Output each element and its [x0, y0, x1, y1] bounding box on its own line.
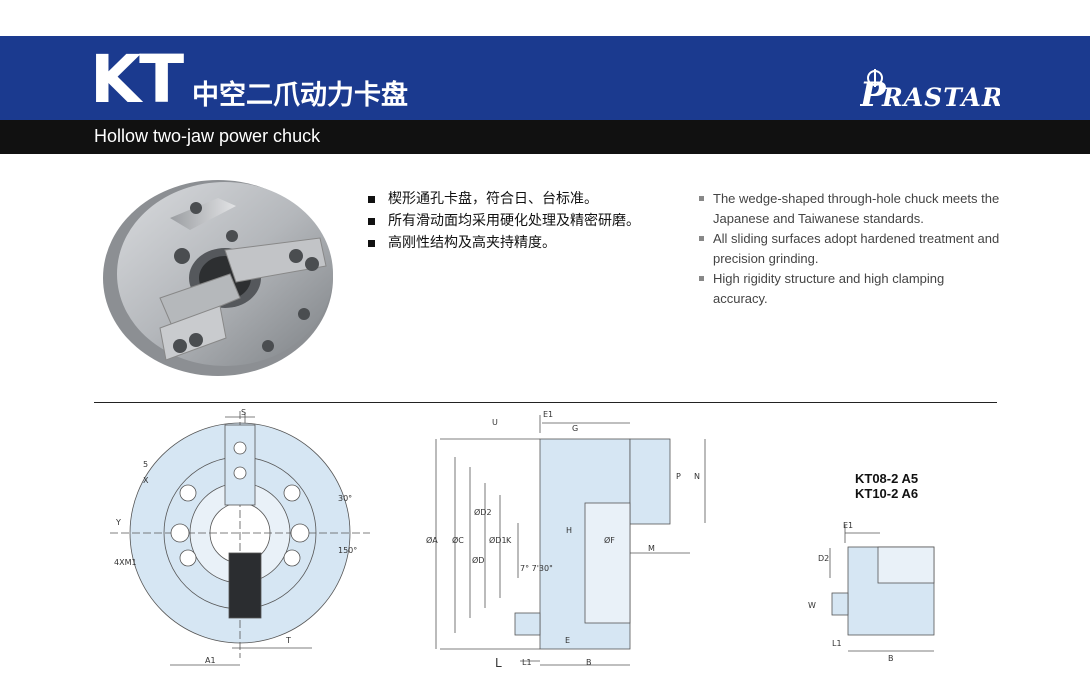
dim-label-c: ØC [452, 535, 464, 545]
dim-label-e1: E1 [543, 410, 553, 419]
section-view-drawing [435, 415, 706, 666]
dim-label-w-detail: W [808, 601, 816, 610]
dim-label-l1-detail: L1 [832, 639, 842, 648]
dim-label-d1: ØD1 [489, 535, 507, 545]
brand-logo: P RASTAR [859, 66, 1003, 121]
model-item: KT10-2 A6 [855, 486, 919, 501]
dim-label-t: T [285, 636, 291, 645]
dim-label-taper: 7° 7'30" [520, 564, 553, 573]
feature-cn-item: 楔形通孔卡盘，符合日、台标准。 [366, 188, 656, 210]
feature-en-item: All sliding surfaces adopt hardened trea… [698, 229, 1000, 269]
dim-label-f: ØF [604, 535, 615, 545]
dim-label-h: H [566, 526, 572, 535]
front-view-drawing [110, 411, 370, 666]
dim-label-angle150: 150° [338, 546, 357, 555]
section-divider [94, 402, 997, 403]
dim-label-angle30: 30° [338, 494, 352, 503]
feature-cn-item: 高刚性结构及高夹持精度。 [366, 232, 656, 254]
dim-label-holes: 4XM1 [114, 558, 137, 567]
dim-label-b: B [586, 658, 592, 667]
feature-cn-item: 所有滑动面均采用硬化处理及精密研磨。 [366, 210, 656, 232]
features-cn-list: 楔形通孔卡盘，符合日、台标准。 所有滑动面均采用硬化处理及精密研磨。 高刚性结构… [366, 188, 656, 254]
subtitle-bar [0, 120, 1090, 154]
dim-label-k: K [506, 536, 512, 545]
dim-label-a1: A1 [205, 656, 216, 665]
detail-view-drawing [829, 525, 935, 652]
technical-drawings: S X 5 Y 4XM1 30° 150° T A1 E1 U G N P ØD… [110, 408, 935, 670]
dim-label-d: ØD [472, 555, 484, 565]
dim-label-b-detail: B [888, 654, 894, 663]
dim-label-l1: L1 [522, 658, 532, 667]
dim-label-e1-detail: E1 [843, 521, 853, 530]
feature-en-item: High rigidity structure and high clampin… [698, 269, 1000, 309]
dim-label-p: P [676, 472, 681, 481]
dim-label-a: ØA [426, 535, 438, 545]
dim-label-n: N [694, 472, 700, 481]
brand-logo-mark: P RASTAR [859, 69, 1003, 115]
dim-label-u: U [492, 418, 498, 427]
dim-label-l: L [495, 656, 502, 670]
chuck-photo [100, 178, 350, 388]
svg-text:RASTAR: RASTAR [881, 83, 1000, 112]
dim-label-depth: 5 [143, 460, 148, 469]
svg-text:P: P [860, 75, 887, 112]
dim-label-m: M [648, 544, 655, 553]
dim-label-x: X [143, 476, 149, 485]
title-cn: 中空二爪动力卡盘 [192, 80, 408, 111]
subtitle-en: Hollow two-jaw power chuck [94, 126, 321, 146]
feature-en-item: The wedge-shaped through-hole chuck meet… [698, 189, 1000, 229]
model-list: KT08-2 A5 KT10-2 A6 [855, 471, 918, 501]
dim-label-g: G [572, 424, 578, 433]
model-code: KT [90, 41, 184, 118]
dim-label-e: E [565, 636, 570, 645]
features-en-list: The wedge-shaped through-hole chuck meet… [698, 189, 1000, 309]
dim-label-d2-detail: D2 [818, 554, 829, 563]
dim-label-d2: ØD2 [474, 507, 492, 517]
dim-label-s: S [241, 408, 246, 417]
model-item: KT08-2 A5 [855, 471, 919, 486]
header-band [0, 36, 1090, 120]
dim-label-y: Y [115, 518, 121, 527]
